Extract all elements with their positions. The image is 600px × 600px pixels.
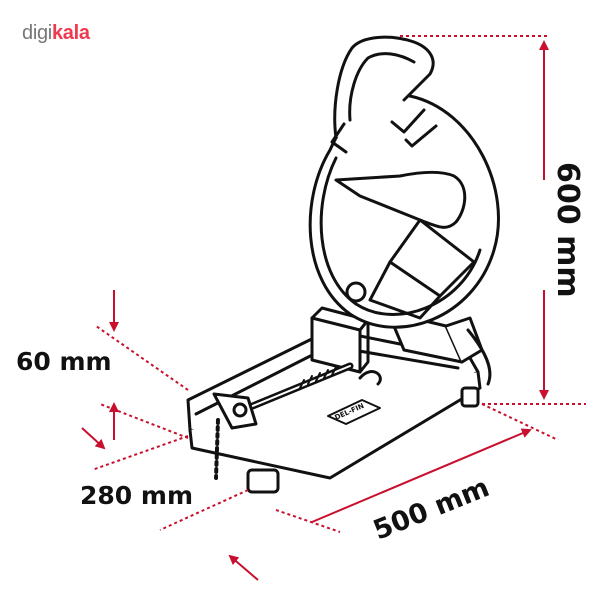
length-arrow bbox=[311, 428, 532, 523]
dimension-width-label: 280 mm bbox=[80, 481, 193, 510]
dimension-height-label: 600 mm bbox=[550, 162, 585, 298]
saw-top-handle bbox=[333, 35, 435, 140]
brand-logo-part1: digi bbox=[22, 22, 52, 44]
brand-logo: digikala bbox=[22, 22, 90, 45]
dimension-length-label: 500 mm bbox=[369, 472, 494, 546]
dimension-depth-label: 60 mm bbox=[16, 347, 112, 376]
brand-logo-part2: kala bbox=[51, 22, 90, 44]
saw-foot-left bbox=[246, 468, 280, 494]
saw-foot-right bbox=[460, 386, 480, 408]
width-arrow-b bbox=[228, 554, 259, 581]
saw-pivot bbox=[345, 281, 367, 303]
dimension-lines bbox=[81, 35, 586, 581]
width-arrow-a bbox=[81, 427, 106, 450]
cutoff-saw-illustration: DEL-FIN bbox=[186, 35, 500, 494]
vise-chain bbox=[214, 418, 220, 480]
